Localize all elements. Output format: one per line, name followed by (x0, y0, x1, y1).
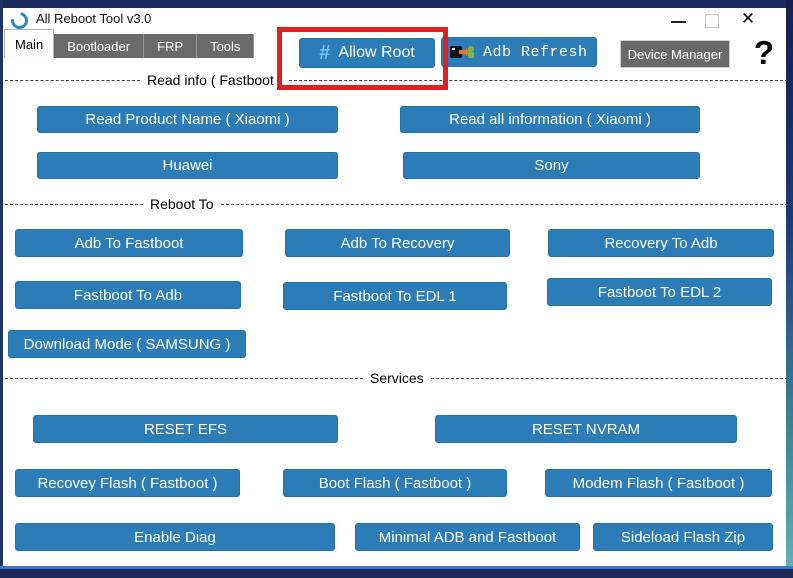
read-info-section-header: Read info ( Fastboot ) (5, 72, 788, 88)
tab-strip: Main Bootloader FRP Tools (4, 29, 255, 58)
device-manager-button[interactable]: Device Manager (620, 40, 730, 68)
fastboot-to-adb-button[interactable]: Fastboot To Adb (15, 281, 241, 309)
minimal-adb-and-fastboot-button[interactable]: Minimal ADB and Fastboot (355, 523, 580, 551)
help-button[interactable]: ? (753, 34, 775, 71)
services-section-title: Services (370, 370, 424, 386)
adb-refresh-button[interactable]: Adb Refresh (441, 37, 597, 67)
reset-nvram-button[interactable]: RESET NVRAM (435, 415, 737, 443)
dashed-line (430, 377, 788, 379)
dashed-line (5, 79, 140, 81)
read-info-section-title: Read info ( Fastboot ) (147, 72, 283, 88)
fastboot-to-edl-1-button[interactable]: Fastboot To EDL 1 (283, 282, 507, 310)
dashed-line (5, 203, 143, 205)
allow-root-button[interactable]: # Allow Root (299, 38, 435, 68)
sideload-flash-zip-button[interactable]: Sideload Flash Zip (593, 523, 773, 551)
read-all-information-xiaomi-button[interactable]: Read all information ( Xiaomi ) (400, 106, 700, 133)
dashed-line (220, 203, 788, 205)
enable-diag-button[interactable]: Enable Diag (15, 523, 335, 551)
close-button[interactable]: ✕ (740, 9, 756, 28)
reboot-to-section-title: Reboot To (150, 196, 214, 212)
fastboot-to-edl-2-button[interactable]: Fastboot To EDL 2 (547, 278, 772, 306)
hash-icon: # (319, 41, 331, 64)
reset-efs-button[interactable]: RESET EFS (33, 415, 338, 443)
services-section-header: Services (5, 370, 788, 386)
adb-terminal-android-icon (450, 46, 474, 58)
huawei-button[interactable]: Huawei (37, 152, 338, 179)
tab-frp[interactable]: FRP (144, 34, 198, 58)
modem-flash-fastboot-button[interactable]: Modem Flash ( Fastboot ) (545, 469, 772, 497)
background-right-strip (786, 0, 793, 578)
recovery-to-adb-button[interactable]: Recovery To Adb (548, 229, 774, 257)
tab-main[interactable]: Main (4, 29, 55, 58)
adb-to-recovery-button[interactable]: Adb To Recovery (285, 229, 510, 257)
boot-flash-fastboot-button[interactable]: Boot Flash ( Fastboot ) (283, 469, 507, 497)
tab-tools[interactable]: Tools (197, 34, 255, 58)
title-bar: All Reboot Tool v3.0 ✕ (3, 8, 786, 33)
reboot-to-section-header: Reboot To (5, 196, 788, 212)
minimize-button[interactable] (671, 21, 686, 23)
tab-bootloader[interactable]: Bootloader (54, 34, 145, 58)
sony-button[interactable]: Sony (403, 152, 700, 179)
window-title: All Reboot Tool v3.0 (36, 11, 152, 26)
read-product-name-xiaomi-button[interactable]: Read Product Name ( Xiaomi ) (37, 106, 338, 133)
dashed-line (289, 79, 788, 81)
recovey-flash-fastboot-button[interactable]: Recovey Flash ( Fastboot ) (15, 469, 240, 497)
background-top-strip (0, 0, 793, 8)
dashed-line (5, 377, 363, 379)
background-left-strip (0, 0, 3, 578)
adb-refresh-label: Adb Refresh (483, 43, 588, 61)
download-mode-samsung-button[interactable]: Download Mode ( SAMSUNG ) (8, 330, 246, 358)
maximize-button[interactable] (705, 14, 719, 28)
background-bottom-bar (0, 566, 793, 578)
adb-to-fastboot-button[interactable]: Adb To Fastboot (15, 229, 243, 257)
allow-root-label: Allow Root (338, 44, 415, 61)
